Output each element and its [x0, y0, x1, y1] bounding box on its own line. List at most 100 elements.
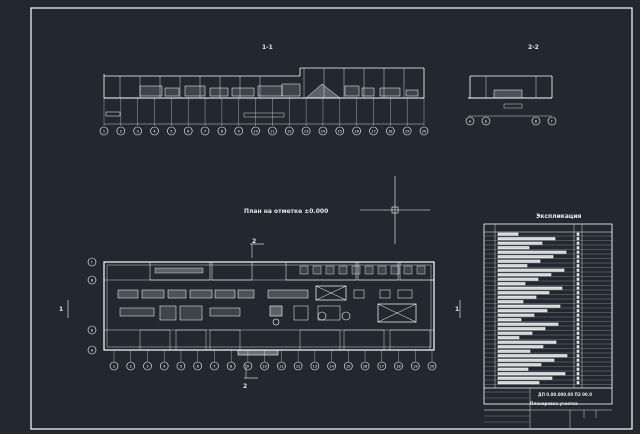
- specification-table: [483, 223, 613, 428]
- plan-axis-label: 13: [313, 365, 317, 369]
- plan-axis-bubble: [394, 361, 403, 371]
- s1-axis-bubble: [318, 126, 328, 136]
- plan-machine: [167, 289, 187, 299]
- s1-axis-label: 15: [338, 130, 342, 134]
- s1-axis-label: 2: [120, 130, 122, 134]
- s2-axis-label: Б: [485, 120, 488, 124]
- spec-row-qty: [576, 358, 580, 362]
- plan-machine: [141, 289, 165, 299]
- s1-axis-label: 17: [371, 130, 375, 134]
- plan-machine: [237, 289, 255, 299]
- s1-axis-bubble: [301, 126, 311, 136]
- s1-axis-label: 9: [238, 130, 240, 134]
- plan-round-tank: [341, 311, 351, 321]
- s1-equipment: [257, 85, 283, 97]
- spec-row-text: [497, 309, 548, 313]
- spec-row-text: [497, 264, 528, 268]
- s1-axis-bubble: [352, 126, 361, 136]
- s1-axis-bubble: [150, 126, 159, 136]
- spec-row-text: [497, 376, 553, 380]
- plan-locker: [299, 265, 309, 275]
- plan-axis-label: 7: [213, 365, 215, 369]
- spec-row-qty: [576, 327, 580, 331]
- s2-axis-label: Г: [551, 120, 553, 124]
- plan-axis-bubble: [360, 361, 370, 371]
- plan-entrance-ramp: [237, 349, 279, 356]
- spec-row-text: [497, 259, 541, 263]
- spec-row-qty: [576, 367, 580, 371]
- s1-axis-bubble: [386, 126, 395, 136]
- plan-axis-bubble: [159, 361, 169, 371]
- s1-axis-label: 11: [270, 130, 274, 134]
- s2-equipment: [493, 89, 523, 99]
- plan-conveyor: [267, 289, 309, 299]
- s1-equipment: [164, 87, 180, 97]
- s1-equipment: [184, 85, 206, 97]
- s2-axis-bubble: [481, 116, 491, 126]
- spec-row-qty: [576, 286, 580, 290]
- spec-row-qty: [576, 273, 580, 277]
- spec-row-qty: [576, 313, 580, 317]
- spec-row-qty: [576, 336, 580, 340]
- spec-row-qty: [576, 277, 580, 281]
- plan-title: План на отметке ±0.000: [244, 208, 329, 215]
- s1-equipment: [139, 85, 163, 97]
- s1-axis-label: 13: [304, 130, 308, 134]
- plan-axis-bubble: [310, 361, 320, 371]
- spec-row-text: [497, 232, 519, 236]
- section-2-label: 2-2: [528, 44, 539, 51]
- spec-row-qty: [576, 309, 580, 313]
- spec-row-qty: [576, 363, 580, 367]
- s2-axis-label: А: [469, 120, 472, 124]
- spec-row-qty: [576, 237, 580, 241]
- plan-storage-zone-cross: [315, 285, 347, 301]
- plan-bench: [154, 267, 204, 274]
- spec-row-qty: [576, 372, 580, 376]
- spec-row-qty: [576, 349, 580, 353]
- spec-row-text: [497, 354, 568, 358]
- plan-machine: [209, 307, 241, 317]
- plan-axis-bubble: [243, 361, 253, 371]
- plan-round-tank: [317, 311, 327, 321]
- s1-equipment: [361, 87, 375, 97]
- spec-row-qty: [576, 354, 580, 358]
- plan-room: [209, 329, 241, 351]
- spec-row-qty: [576, 381, 580, 385]
- spec-row-text: [497, 255, 554, 259]
- plan-locker: [377, 265, 387, 275]
- plan-axis-bubble-left: [87, 325, 97, 335]
- s1-axis-label: 3: [137, 130, 139, 134]
- plan-storage-zone: [377, 303, 417, 323]
- s1-axis-bubble: [251, 126, 260, 136]
- plan-inner-wall: [106, 264, 432, 348]
- spec-row-qty: [576, 340, 580, 344]
- plan-axis-label-left: Б: [91, 329, 94, 333]
- s1-axis-label: 7: [204, 130, 206, 134]
- s1-axis-bubble: [419, 126, 429, 136]
- plan-axis-label: 4: [163, 365, 166, 369]
- spec-row-qty: [576, 259, 580, 263]
- s1-axis-bubble: [335, 126, 345, 136]
- plan-axis-bubble-left: [87, 275, 97, 285]
- plan-axis-bubble: [293, 361, 303, 371]
- title-block-name: Планировка участка: [530, 401, 578, 406]
- s1-equipment: [405, 89, 419, 97]
- plan-axis-label: 19: [413, 365, 417, 369]
- s1-axis-label: 4: [153, 130, 156, 134]
- spec-row-text: [497, 241, 543, 245]
- spec-row-text: [497, 349, 531, 353]
- s1-axis-label: 8: [221, 130, 223, 134]
- s2-dimension-note: [503, 103, 523, 109]
- plan-cabinet: [397, 289, 413, 299]
- spec-row-qty: [576, 250, 580, 254]
- spec-row-text: [497, 340, 557, 344]
- spec-row-qty: [576, 300, 580, 304]
- plan-storage-zone: [315, 285, 347, 301]
- spec-row-qty: [576, 304, 580, 308]
- s2-axis-bubble: [531, 116, 541, 126]
- plan-locker: [403, 265, 413, 275]
- spec-row-text: [497, 331, 533, 335]
- plan-axis-bubble: [109, 361, 119, 371]
- plan-axis-label: 20: [430, 365, 434, 369]
- s1-axis-bubble: [183, 126, 193, 136]
